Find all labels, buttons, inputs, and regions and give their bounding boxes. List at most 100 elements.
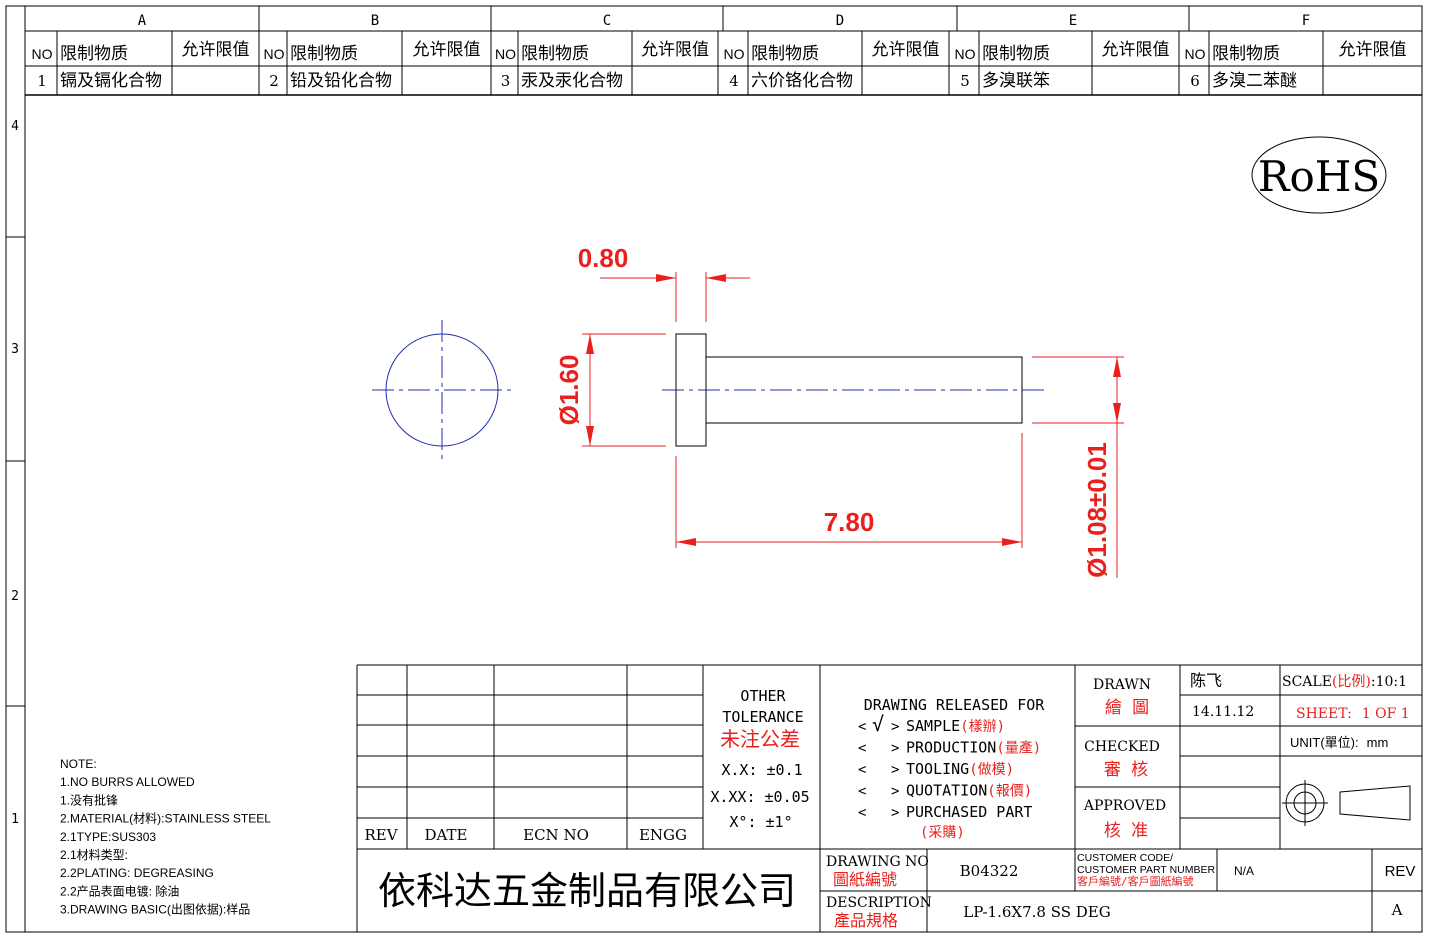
substance-name-header: 限制物质 [290,44,358,64]
zone-col-f: F [1302,13,1310,29]
sheet-label: SHEET:1 OF 1 [1296,706,1410,722]
description-value: LP-1.6X7.8 SS DEG [963,903,1110,921]
release-bracket-close: > [891,719,899,735]
dim-shaft-diameter-label: Ø1.08±0.01 [1082,442,1112,578]
substance-limit-header: 允许限值 [1102,40,1170,60]
zone-row-4: 4 [11,119,19,134]
note-line: 2.1材料类型: [60,848,128,862]
substance-no: 4 [729,72,739,90]
approved-label: APPROVED [1083,798,1166,814]
tolerance-title-cn: 未注公差 [720,727,800,751]
release-bracket-close: > [891,762,899,778]
engg-header: ENGG [639,826,687,844]
description-label: DESCRIPTION [826,895,932,911]
release-bracket-open: < [858,719,866,735]
substance-name: 铅及铅化合物 [290,71,392,91]
dim-head-diameter: Ø1.60 [554,333,666,447]
description-label-cn: 產品規格 [834,911,898,930]
checked-label: CHECKED [1084,739,1160,755]
substance-name-header: 限制物质 [751,44,819,64]
approved-label-cn: 核 准 [1104,821,1148,841]
release-option-label: SAMPLE(樣辦) [906,717,1005,735]
substance-name: 多溴联笨 [982,71,1050,91]
release-bracket-open: < [858,762,866,778]
release-bracket-open: < [858,805,866,821]
release-title: DRAWING RELEASED FOR [864,696,1046,714]
ecn-header: ECN NO [523,826,589,844]
zone-row-3: 3 [11,342,19,357]
tolerance-title-2: TOLERANCE [722,708,803,726]
substance-no-header: NO [955,46,976,62]
notes-block: NOTE:1.NO BURRS ALLOWED1.没有批锋2.MATERIAL(… [60,757,271,917]
drawn-by: 陈飞 [1190,671,1222,690]
substance-limit-header: 允许限值 [413,40,481,60]
note-line: 2.1TYPE:SUS303 [60,830,156,844]
substance-no-header: NO [495,46,516,62]
substance-limit-header: 允许限值 [1339,40,1407,60]
release-option-label: QUOTATION(報價) [906,782,1032,800]
substance-no-header: NO [724,46,745,62]
tolerance-title-1: OTHER [740,687,786,705]
drawing-no-label: DRAWING NO [826,854,929,870]
customer-label-cn: 客戶編號/客戶圖紙編號 [1077,874,1194,888]
tolerance-angle: X°: ±1° [729,813,792,831]
release-option: <>QUOTATION(報價) [858,782,1032,800]
substance-name-header: 限制物质 [1212,44,1280,64]
zone-row-1: 1 [11,812,19,827]
release-option-label: TOOLING(做模) [906,760,1014,778]
unit-label: UNIT(單位):mm [1290,735,1388,750]
company-name: 依科达五金制品有限公司 [378,869,796,913]
release-option: <>PRODUCTION(量產) [858,739,1041,757]
rohs-ellipse [1251,136,1387,214]
release-check-icon: √ [872,712,884,736]
dim-shaft-diameter: Ø1.08±0.01 [1032,356,1124,578]
note-line: 2.2产品表面电镀: 除油 [60,883,179,898]
substance-name: 镉及镉化合物 [60,71,162,91]
zone-col-c: C [603,13,611,29]
substance-no: 5 [960,72,970,90]
side-view [662,333,1046,447]
dim-head-thickness-label: 0.80 [578,243,629,273]
release-option-label: PURCHASED PART [906,803,1032,821]
release-option-cn: (采購) [920,825,965,841]
substance-name: 六价铬化合物 [751,71,853,91]
zone-col-d: D [836,13,844,29]
note-line: 1.NO BURRS ALLOWED [60,775,195,789]
drawn-label-cn: 繪 圖 [1105,698,1149,718]
release-bracket-close: > [891,741,899,757]
rev-header: REV [364,826,398,844]
substance-name-header: 限制物质 [60,44,128,64]
drawing-no-label-cn: 圖紙編號 [833,870,897,889]
customer-value: N/A [1234,864,1254,878]
drawn-date: 14.11.12 [1192,704,1254,720]
customer-label-1: CUSTOMER CODE/ [1077,852,1173,864]
release-option: < √ > SAMPLE(樣辦) [858,712,1005,736]
substance-name-header: 限制物质 [521,44,589,64]
substance-no-header: NO [32,46,53,62]
substance-no-header: NO [264,46,285,62]
dim-length: 7.80 [675,433,1023,548]
drawing-no-value: B04322 [960,862,1019,880]
release-option: < > TOOLING(做模) [858,760,1014,778]
substance-no: 3 [501,72,511,90]
substance-limit-header: 允许限值 [872,40,940,60]
customer-label-2: CUSTOMER PART NUMBER [1077,864,1215,876]
zone-col-a: A [138,13,147,29]
note-line: 2.MATERIAL(材料):STAINLESS STEEL [60,812,271,826]
substance-no-header: NO [1185,46,1206,62]
substance-name: 多溴二苯醚 [1212,71,1297,91]
substance-limit-header: 允许限值 [182,40,250,60]
note-line: 3.DRAWING BASIC(出图依据):样品 [60,902,250,917]
note-line: 2.2PLATING: DEGREASING [60,866,214,880]
zone-col-b: B [371,13,379,29]
rev-box-label: REV [1385,863,1416,880]
zone-row-2: 2 [11,589,19,604]
substance-no: 6 [1190,72,1200,90]
release-bracket-close: > [891,805,899,821]
release-bracket-open: < [858,741,866,757]
projection-symbol-icon [1282,780,1411,826]
title-block [356,664,1422,932]
substance-name-header: 限制物质 [982,44,1050,64]
